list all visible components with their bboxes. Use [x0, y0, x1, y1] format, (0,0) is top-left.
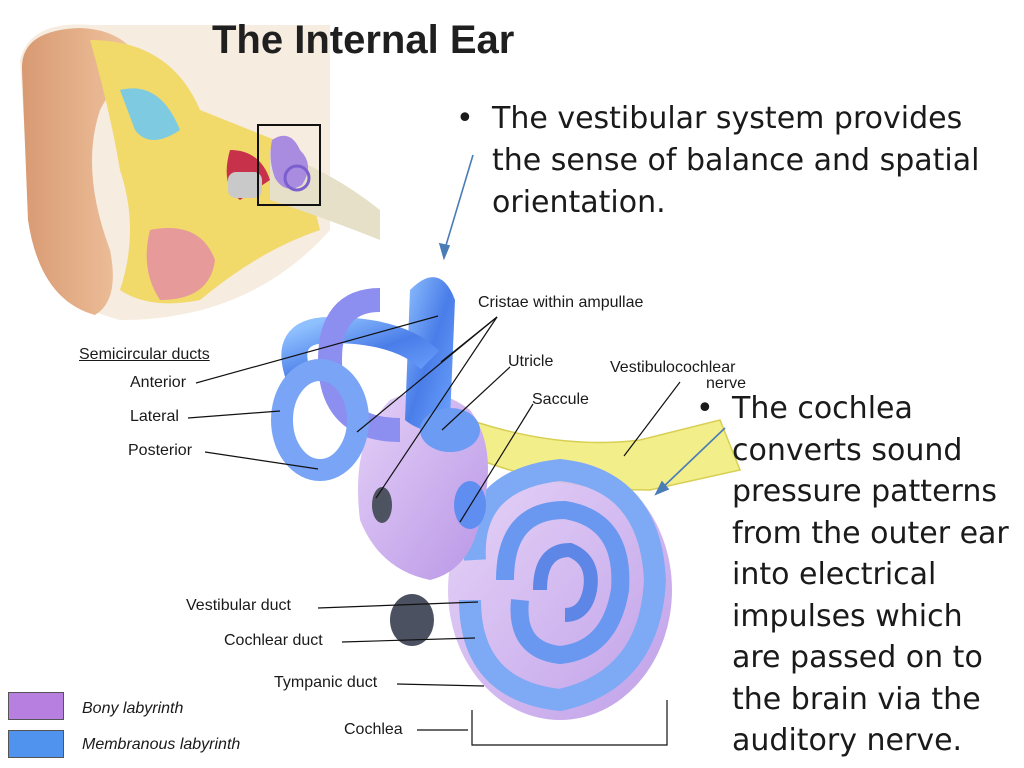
page-title: The Internal Ear [212, 18, 515, 62]
leader-lines [187, 315, 681, 746]
legend-swatch-bony [8, 692, 64, 720]
label-semicircular-ducts: Semicircular ducts [79, 346, 210, 363]
label-utricle: Utricle [508, 353, 554, 370]
label-cochlear-duct: Cochlear duct [224, 632, 323, 649]
label-nerve: nerve [706, 375, 747, 392]
bullet-text: The vestibular system provides the sense… [492, 101, 980, 220]
bullet-cochlea: • The cochlea converts sound pressure pa… [696, 388, 1016, 762]
bullet-dot: • [456, 101, 474, 136]
label-cristae: Cristae within ampullae [478, 294, 644, 311]
vestibule-shape [271, 277, 488, 580]
label-lateral: Lateral [130, 408, 179, 425]
bullet-dot: • [696, 391, 714, 426]
label-cochlea: Cochlea [344, 721, 403, 738]
label-vestibulocochlear: Vestibulocochlear [610, 359, 736, 376]
bullet-text: The cochlea converts sound pressure patt… [732, 391, 1009, 758]
pointer-arrows [438, 154, 726, 496]
label-saccule: Saccule [532, 391, 589, 408]
label-posterior: Posterior [128, 442, 193, 459]
outer-ear-inset [20, 24, 380, 320]
label-vestibular-duct: Vestibular duct [186, 597, 291, 614]
legend-label-membranous: Membranous labyrinth [82, 736, 241, 753]
legend-label-bony: Bony labyrinth [82, 700, 184, 717]
bullet-vestibular: • The vestibular system provides the sen… [456, 98, 1016, 224]
label-tympanic-duct: Tympanic duct [274, 674, 378, 691]
cochlea-shape [390, 458, 672, 720]
legend-swatch-membranous [8, 730, 64, 758]
label-anterior: Anterior [130, 374, 187, 391]
